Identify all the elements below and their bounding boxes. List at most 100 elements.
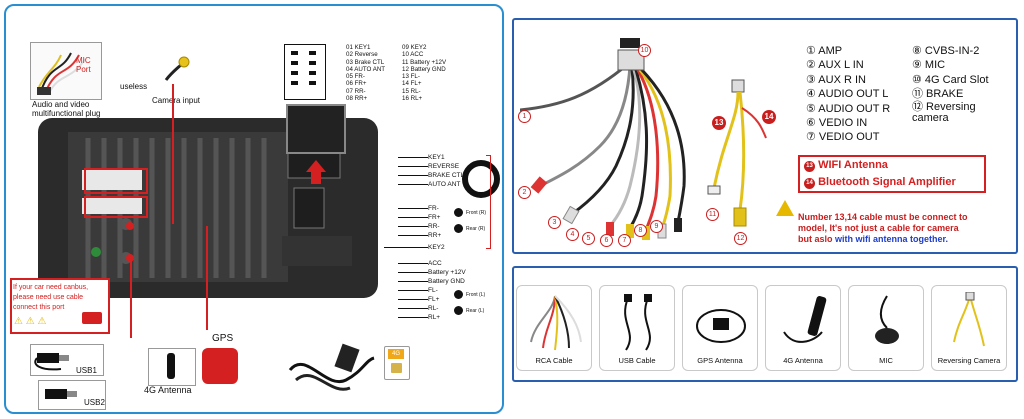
legend-item: ④ AUDIO OUT L [806,88,889,101]
legend-item: ① AMP [806,45,843,57]
wire-line [398,290,428,291]
red-dot-icon [126,222,134,230]
speaker-icon [454,208,463,217]
wifi-label: 13 WIFI Antenna [804,159,888,172]
wire-label: RL+ [428,314,441,321]
wire-line [398,317,428,318]
cable-bundle-image [286,340,376,400]
callout-6: 6 [600,234,613,247]
legend-item: ⑧ CVBS-IN-2 [912,45,980,57]
red-lead-line [130,258,132,338]
pin-item: 03 Brake CTL [346,58,385,66]
multifunction-plug-box [30,42,102,100]
usb1-box [30,344,104,376]
legend-item: ③ AUX R IN [806,73,866,86]
wire-line [398,308,428,309]
wire-label: KEY1 [428,154,445,161]
pin-item: 16 RL+ [402,95,423,103]
pin-item: 15 RL- [402,87,421,95]
wire-label: ACC [428,260,442,267]
gps-label: GPS [212,333,234,344]
warning-triangle-icon [776,200,794,216]
useless-label: useless [120,82,148,91]
bt-amplifier-text: Bluetooth Signal Amplifier [818,176,956,188]
mic-port-label: MIC Port [76,56,91,74]
rca-harness-drawing [520,38,686,240]
callout-11: 11 [706,208,719,221]
camera-cable-drawing [707,79,767,227]
accessory-caption: 4G Antenna [783,356,823,365]
canbus-note-box [10,278,110,334]
mic-icon [875,295,899,344]
accessory-caption: GPS Antenna [697,356,743,365]
callout-5: 5 [582,232,595,245]
av-plug-icon [37,52,86,95]
steering-wheel-icon [462,160,500,198]
callout-13-badge: 13 [804,161,815,172]
callout-14-badge: 14 [804,178,815,189]
red-connector-box-1 [84,168,148,194]
warning-icons: ⚠ ⚠ ⚠ [14,316,47,327]
front-r-label: Front (R) [466,210,486,216]
pin-item: 07 RR- [346,87,366,95]
camera-input-box [162,54,192,84]
accessory-card-usb: USB Cable [599,285,675,371]
sim-card-icon: 4G [384,346,410,380]
pin-item: 11 Battery +12V [402,58,447,66]
usb2-box [38,380,106,410]
accessory-caption: RCA Cable [535,356,573,365]
callout-9: 9 [650,220,663,233]
pin-item: 13 FL- [402,73,420,81]
wire-label: BRAKE CTL [428,172,465,179]
callout-8: 8 [634,224,647,237]
callout-7: 7 [618,234,631,247]
red-lead-line [172,84,174,224]
wire-label: AUTO ANT [428,181,461,188]
accessory-card-mic: MIC [848,285,924,371]
pin-item: 10 ACC [402,51,424,59]
red-arrow-icon [306,160,326,172]
rear-r-label: Rear (R) [466,226,486,232]
legend-item: ⑦ VEDIO OUT [806,131,880,144]
wire-line [398,166,428,167]
wifi-antenna-text: WIFI Antenna [818,159,888,171]
canbus-port-icon [82,312,102,324]
red-lead-line [206,226,208,330]
av-plug-label: Audio and video multifunctional plug [32,100,101,118]
pin-item: 05 FR- [346,73,365,81]
harness-connector [286,104,346,154]
wire-line [398,175,428,176]
pinout-connector-icon [284,44,326,100]
usb2-label: USB2 [84,398,105,407]
accessory-caption: MIC [879,356,893,365]
bt-label: 14 Bluetooth Signal Amplifier [804,176,956,189]
antenna-4g-icon [167,353,175,379]
legend-item: ⑫ Reversing camera [912,100,976,124]
accessory-card-4g: 4G Antenna [765,285,841,371]
wire-label: Battery +12V [428,269,466,276]
wire-label: REVERSE [428,163,460,170]
pin-item: 12 Battery GND [402,65,446,73]
pin-item: 08 RR+ [346,95,368,103]
accessory-caption: Reversing Camera [937,356,1001,365]
cable-note-blue: with wifi antenna together. [835,234,949,244]
speaker-icon [454,306,463,315]
usb-plug-icon [45,389,77,399]
wire-label: Battery GND [428,278,465,285]
accessory-card-camera: Reversing Camera [931,285,1007,371]
rear-l-label: Rear (L) [466,308,485,314]
cable-bundle-icon [288,343,375,391]
callout-4: 4 [566,228,579,241]
callout-1: 1 [518,110,531,123]
legend-item: ② AUX L IN [806,59,864,72]
accessory-card-rca: RCA Cable [516,285,592,371]
speaker-icon [454,290,463,299]
cable-note-red: Number 13,14 cable must be connect to mo… [798,212,968,244]
wire-line [398,217,428,218]
callout-2: 2 [518,186,531,199]
wire-line [398,235,428,236]
pin-item: 09 KEY2 [402,44,427,51]
